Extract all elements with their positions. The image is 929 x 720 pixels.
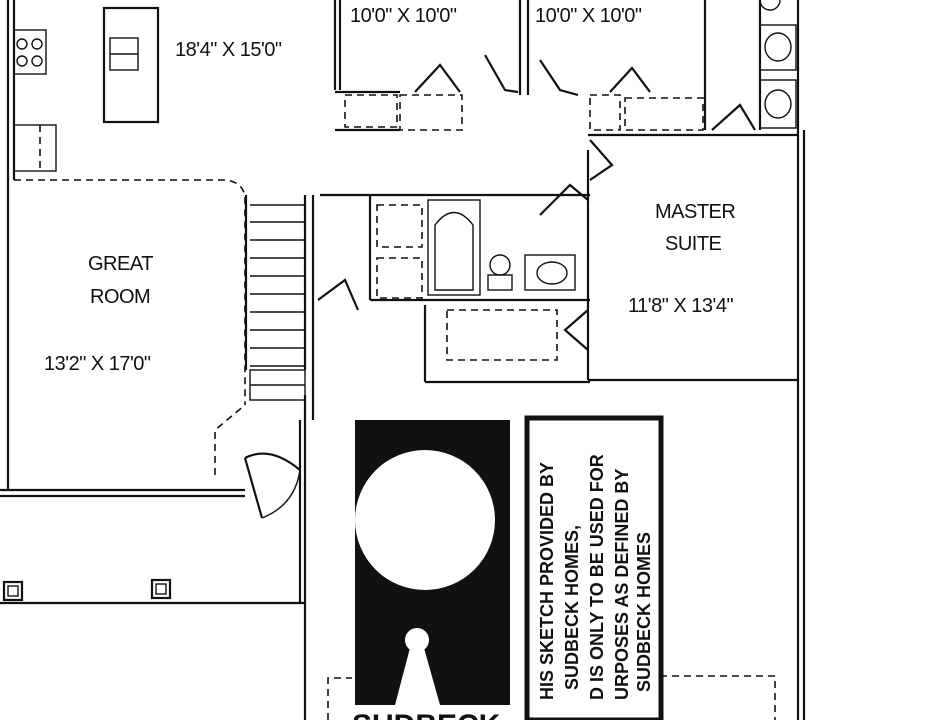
bedroom-3-dimensions: 10'0" X 10'0" [535,5,642,27]
notice-line-1: HIS SKETCH PROVIDED BY [537,462,557,700]
notice-line-5: SUDBECK HOMES [634,532,654,692]
great-room-dimensions: 13'2" X 17'0" [44,353,151,375]
bedroom-2-dimensions: 10'0" X 10'0" [350,5,457,27]
logo-wordmark: SUDBECK [352,709,501,720]
bedrooms: 10'0" X 10'0" 10'0" X 10'0" [333,0,707,132]
staircase [244,195,315,420]
hall-bath [317,139,614,311]
notice-line-4: URPOSES AS DEFINED BY [612,469,632,700]
notice-line-2: SUDBECK HOMES, [562,525,582,690]
master-suite-dimensions: 11'8" X 13'4" [628,295,733,317]
great-room-name-line1: GREAT [88,253,153,275]
porch [2,578,172,602]
kitchen: 18'4" X 15'0" [13,6,282,172]
master-suite: MASTER SUITE 11'8" X 13'4" [423,133,798,384]
sketch-notice: HIS SKETCH PROVIDED BY SUDBECK HOMES, D … [524,415,664,720]
great-room: GREAT ROOM 13'2" X 17'0" [14,179,301,519]
great-room-name-line2: ROOM [90,286,150,308]
master-suite-name-line2: SUITE [665,233,722,255]
master-bath-fixtures [711,0,797,131]
notice-line-3: D IS ONLY TO BE USED FOR [587,454,607,700]
master-suite-name-line1: MASTER [655,201,735,223]
garage-outline [327,675,776,720]
exterior-walls [0,0,806,720]
sudbeck-logo: SUDBECK [347,420,517,720]
kitchen-dimensions: 18'4" X 15'0" [175,39,282,61]
